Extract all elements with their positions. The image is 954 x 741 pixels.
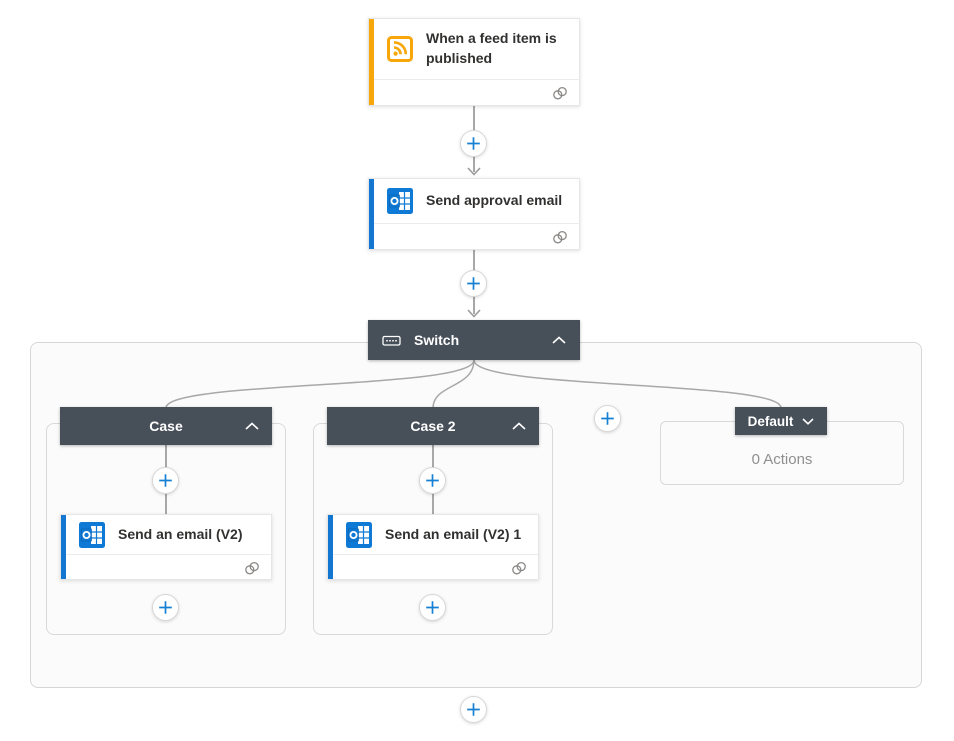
approval-action-label: Send approval email (426, 192, 563, 209)
trigger-card-footer (369, 79, 579, 106)
insert-action-button[interactable] (419, 467, 446, 494)
link-icon (512, 561, 526, 574)
approval-card-footer (369, 223, 579, 250)
case-label: Case 2 (410, 418, 456, 434)
default-header[interactable]: Default (735, 407, 827, 435)
approval-accent-bar (369, 179, 374, 249)
default-actions-count: 0 Actions (751, 450, 813, 468)
switch-label: Switch (414, 332, 460, 348)
chevron-down-icon[interactable] (802, 417, 814, 425)
rss-icon (387, 36, 413, 62)
add-case-button[interactable] (594, 405, 621, 432)
case-label: Case (149, 418, 183, 434)
link-icon (553, 230, 567, 243)
arrow-down-icon (467, 309, 481, 318)
plus-icon (159, 474, 172, 487)
insert-action-button[interactable] (152, 467, 179, 494)
outlook-icon (79, 521, 105, 548)
case-header[interactable]: Case (60, 407, 272, 445)
link-icon (553, 86, 567, 99)
add-action-button[interactable] (419, 594, 446, 621)
add-action-button[interactable] (152, 594, 179, 621)
plus-icon (467, 137, 480, 150)
email-card-footer (61, 554, 271, 581)
switch-icon (382, 335, 401, 346)
plus-icon (159, 601, 172, 614)
plus-icon (601, 412, 614, 425)
insert-step-button[interactable] (460, 130, 487, 157)
email-action-card[interactable]: Send an email (V2) 1 (327, 514, 539, 580)
outlook-icon (387, 188, 413, 214)
arrow-down-icon (467, 167, 481, 176)
email-accent-bar (61, 515, 66, 579)
new-step-button[interactable] (460, 696, 487, 723)
switch-header[interactable]: Switch (368, 320, 580, 360)
email-accent-bar (328, 515, 333, 579)
link-icon (245, 561, 259, 574)
insert-step-button[interactable] (460, 270, 487, 297)
plus-icon (467, 277, 480, 290)
plus-icon (426, 474, 439, 487)
outlook-icon (346, 521, 372, 548)
plus-icon (426, 601, 439, 614)
email-action-label: Send an email (V2) (118, 525, 243, 542)
trigger-card[interactable]: When a feed item is published (368, 18, 580, 106)
chevron-up-icon[interactable] (552, 336, 566, 344)
approval-action-card[interactable]: Send approval email (368, 178, 580, 250)
email-card-footer (328, 554, 538, 581)
chevron-up-icon[interactable] (512, 422, 526, 430)
default-label: Default (747, 413, 794, 429)
trigger-accent-bar (369, 19, 374, 105)
case-header[interactable]: Case 2 (327, 407, 539, 445)
trigger-label: When a feed item is published (426, 30, 557, 66)
chevron-up-icon[interactable] (245, 422, 259, 430)
plus-icon (467, 703, 480, 716)
email-action-card[interactable]: Send an email (V2) (60, 514, 272, 580)
email-action-label: Send an email (V2) 1 (385, 525, 522, 542)
